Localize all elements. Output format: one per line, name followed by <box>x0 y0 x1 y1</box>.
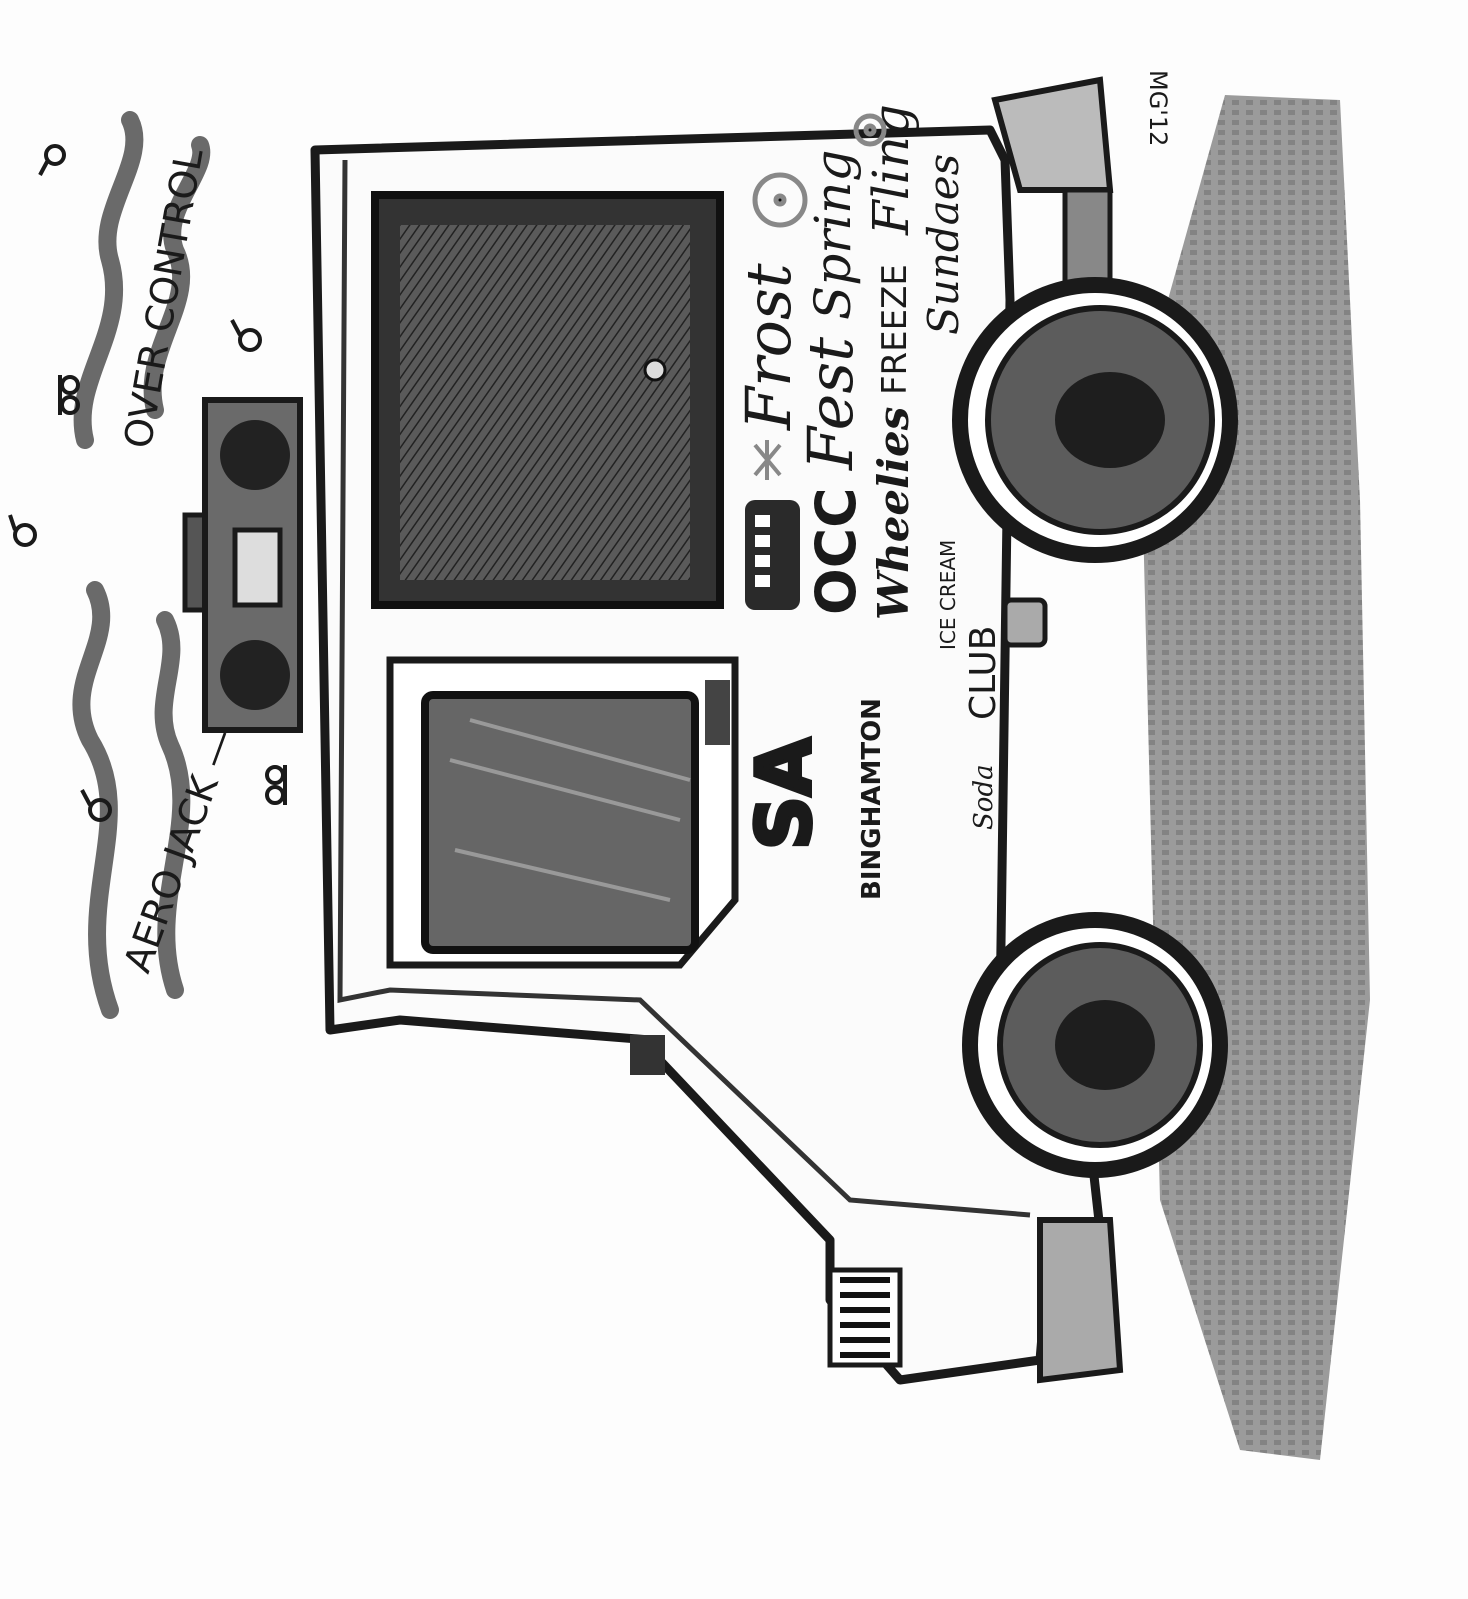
serving-window <box>371 191 724 609</box>
banner-swoosh <box>154 611 191 999</box>
banner-line2: OVER CONTROL <box>116 145 212 451</box>
mini-truck-icon <box>745 500 800 610</box>
boombox-icon <box>182 397 303 733</box>
club-soda: Soda <box>969 764 999 830</box>
truck-inner-line <box>337 159 1031 1218</box>
door-logo-mark: SA <box>740 738 828 850</box>
event-sundaes: Sundaes <box>919 154 968 335</box>
club-occ: OCC <box>804 488 868 615</box>
door-logo-location: BINGHAMTON <box>857 698 887 900</box>
banner-swoosh <box>72 581 119 1019</box>
event-freeze: FREEZE <box>875 264 915 395</box>
music-note-icon <box>8 144 287 822</box>
event-frost: Frost <box>732 263 805 431</box>
soda-cup-icon <box>1002 597 1048 648</box>
banner-swoosh <box>73 111 144 449</box>
event-spring: Spring <box>804 150 862 320</box>
door <box>386 656 739 969</box>
front-wheel <box>962 912 1228 1178</box>
artist-signature: MG'12 <box>1144 70 1172 146</box>
club-club: CLUB <box>963 626 1004 720</box>
side-mirror <box>630 1035 665 1075</box>
club-wheelies: Wheelies <box>869 407 918 620</box>
grille <box>827 1267 903 1368</box>
ground-shading <box>1140 95 1370 1460</box>
rear-bumper <box>991 76 1114 193</box>
rear-wheel <box>952 277 1238 563</box>
flower-icon <box>752 113 887 228</box>
snowflake-icon <box>753 440 782 480</box>
club-ice-cream: ICE CREAM <box>936 540 960 650</box>
event-fest: Fest <box>794 337 867 471</box>
banner-swoosh <box>143 136 211 419</box>
front-bumper <box>1037 1217 1124 1384</box>
